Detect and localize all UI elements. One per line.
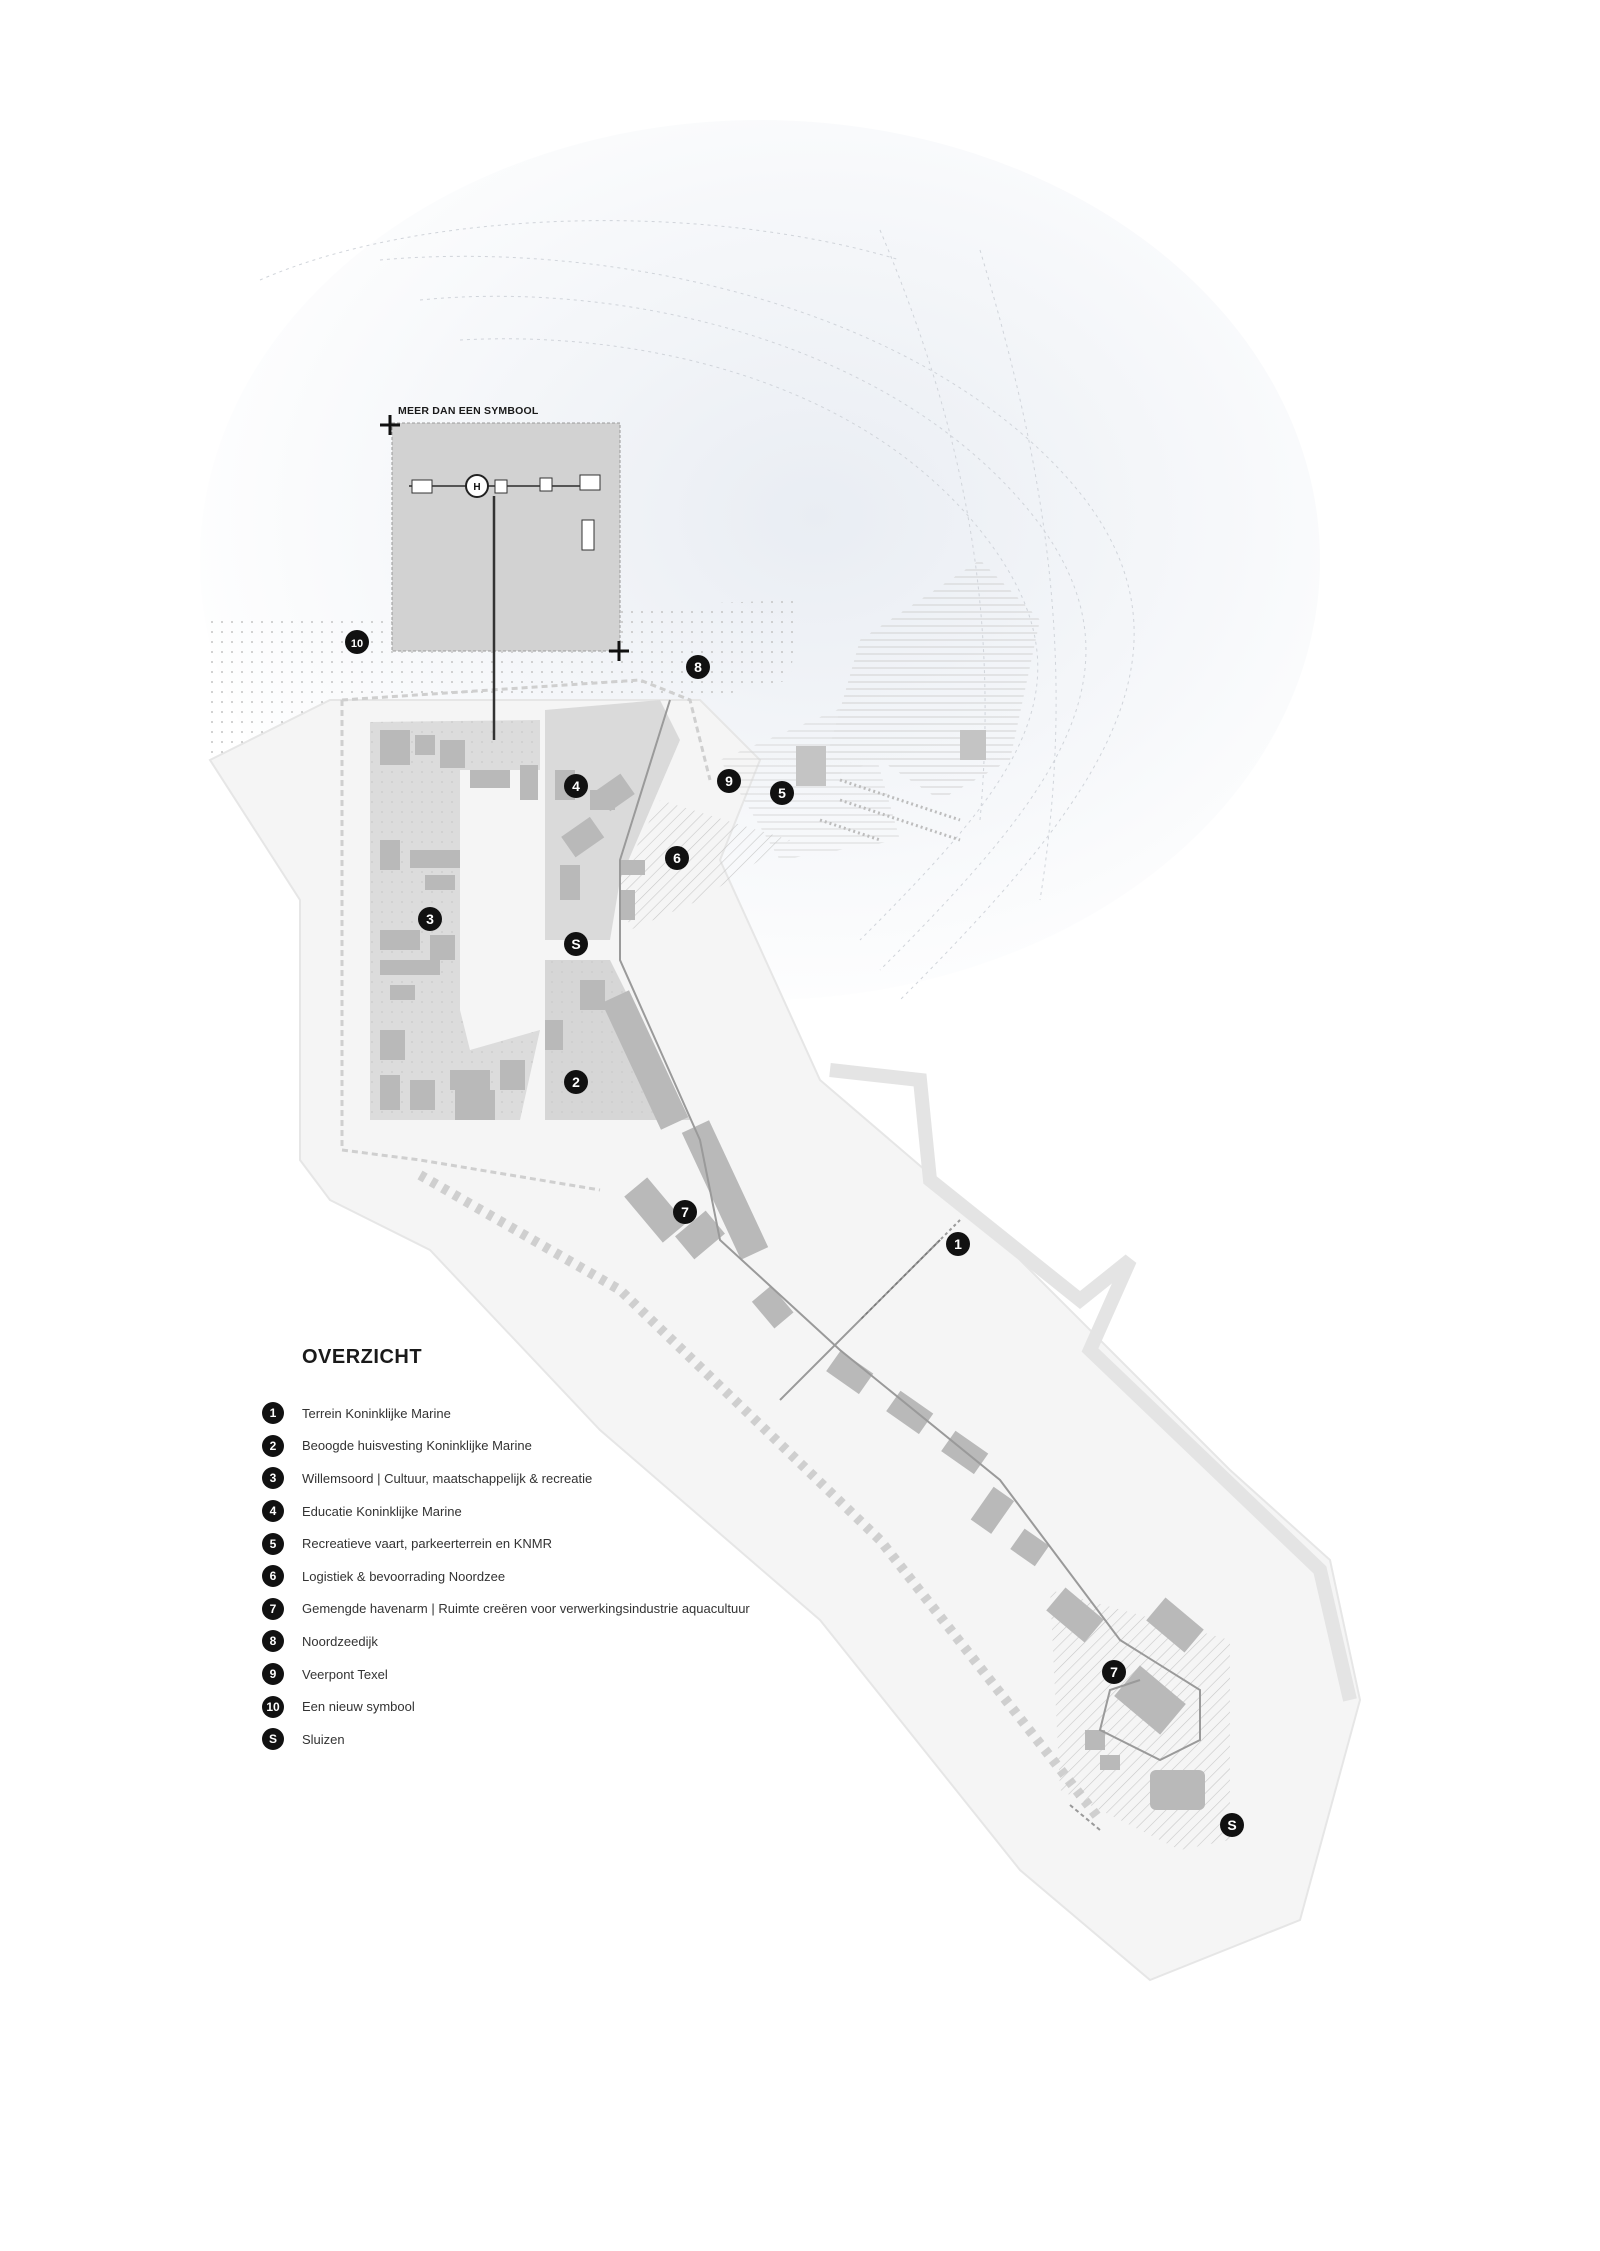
svg-text:8: 8 [694,659,702,675]
legend-label: Educatie Koninklijke Marine [302,1503,462,1519]
legend-label: Noordzeedijk [302,1633,378,1649]
marker-6: 6 [665,846,689,870]
buildings [380,730,1205,1810]
legend-label: Terrein Koninklijke Marine [302,1405,451,1421]
legend-item: 8 Noordzeedijk [262,1625,962,1658]
legend-list: 1 Terrein Koninklijke Marine 2 Beoogde huis… [262,1397,962,1756]
legend-item: 4 Educatie Koninklijke Marine [262,1495,962,1528]
marker-1: 1 [946,1232,970,1256]
pointer-1 [859,1239,941,1321]
depth-contours [259,220,1135,1001]
svg-text:4: 4 [572,778,580,794]
legend-badge: 3 [262,1467,284,1490]
marina-piers [720,560,1040,860]
marker-3: 3 [418,907,442,931]
quay-east [829,1063,1357,1702]
svg-text:7: 7 [681,1204,689,1220]
legend-badge: 7 [262,1597,284,1620]
legend-item: 7 Gemengde havenarm | Ruimte creëren voor… [262,1593,962,1626]
legend-badge: 5 [262,1532,284,1555]
legend-label: Veerpont Texel [302,1666,388,1682]
legend-item: 3 Willemsoord | Cultuur, maatschappelijk … [262,1462,962,1495]
tree-line [340,678,1104,1824]
legend-item: 10 Een nieuw symbool [262,1690,962,1723]
crosshair-top-left-icon [380,415,400,435]
svg-text:1: 1 [954,1236,962,1252]
legend-badge: 10 [262,1695,284,1718]
legend-item: 2 Beoogde huisvesting Koninklijke Marine [262,1430,962,1463]
svg-text:3: 3 [426,911,434,927]
marker-8: 8 [686,655,710,679]
legend-label: Willemsoord | Cultuur, maatschappelijk &… [302,1470,593,1486]
legend-badge: S [262,1728,284,1751]
marker-10: 10 [345,630,369,654]
svg-text:S: S [571,936,580,952]
svg-text:2: 2 [572,1074,580,1090]
svg-text:7: 7 [1110,1664,1118,1680]
legend-item: 9 Veerpont Texel [262,1658,962,1691]
inset-box [391,422,621,740]
marker-sluizen-north: S [564,932,588,956]
svg-text:6: 6 [673,850,681,866]
legend-title: OVERZICHT [302,1346,423,1368]
svg-text:5: 5 [778,785,786,801]
legend-label: Logistiek & bevoorrading Noordzee [302,1568,506,1584]
legend-badge: 4 [262,1500,284,1523]
marker-9: 9 [717,769,741,793]
legend-badge: 8 [262,1630,284,1653]
legend: OVERZICHT 1 Terrein Koninklijke Marine 2 Be… [262,1346,962,1756]
inset-helipad-label: H [473,482,480,493]
marker-4: 4 [564,774,588,798]
legend-badge: 9 [262,1663,284,1686]
marker-7-south: 7 [1102,1660,1126,1684]
svg-text:10: 10 [351,638,363,650]
legend-item: 1 Terrein Koninklijke Marine [262,1397,962,1430]
legend-badge: 6 [262,1565,284,1588]
legend-label: Sluizen [302,1731,345,1747]
legend-item: 5 Recreatieve vaart, parkeerterrein en KN… [262,1527,962,1560]
marker-5: 5 [770,781,794,805]
legend-badge: 2 [262,1434,284,1457]
crosshair-bottom-right-icon [609,641,629,661]
zone-6-logistiek [620,800,790,930]
marker-7-north: 7 [673,1200,697,1224]
legend-label: Recreatieve vaart, parkeerterrein en KNM… [302,1536,552,1552]
legend-label: Gemengde havenarm | Ruimte creëren voor … [302,1601,750,1617]
marker-sluizen-south: S [1220,1813,1244,1837]
svg-text:S: S [1227,1817,1236,1833]
svg-text:9: 9 [725,773,733,789]
inset-title: MEER DAN EEN SYMBOOL [398,405,539,417]
legend-label: Een nieuw symbool [302,1699,415,1715]
legend-item: S Sluizen [262,1723,962,1756]
legend-badge: 1 [262,1402,284,1425]
legend-label: Beoogde huisvesting Koninklijke Marine [302,1438,532,1454]
marker-2: 2 [564,1070,588,1094]
inset-helipad-marker: H [465,474,489,498]
legend-item: 6 Logistiek & bevoorrading Noordzee [262,1560,962,1593]
